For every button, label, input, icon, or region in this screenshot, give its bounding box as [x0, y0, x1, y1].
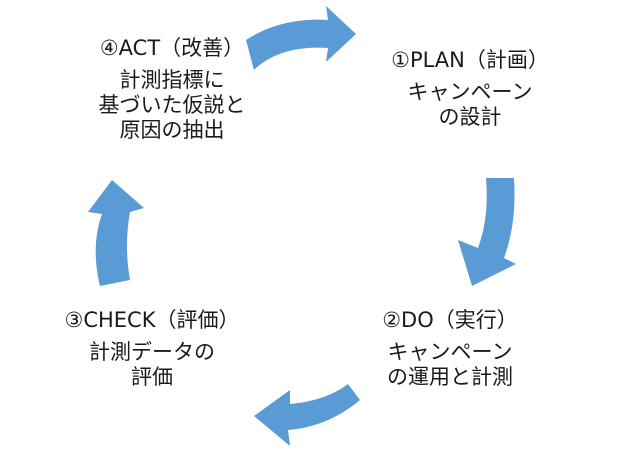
act-title: ④ACT（改善） — [99, 36, 245, 60]
check-node: ③CHECK（評価） 計測データの 評価 — [52, 306, 252, 390]
plan-desc-line: キャンペーン — [407, 80, 533, 104]
arrow-act-to-plan — [246, 6, 356, 70]
do-desc-line: の運用と計測 — [387, 365, 513, 389]
plan-node: ①PLAN（計画） キャンペーン の設計 — [370, 46, 570, 130]
check-desc-line: 計測データの — [89, 340, 215, 364]
do-description: キャンペーン の運用と計測 — [350, 340, 550, 390]
arrow-do-to-check — [254, 384, 360, 446]
act-desc-line: 原因の抽出 — [119, 118, 225, 142]
act-description: 計測指標に 基づいた仮説と 原因の抽出 — [72, 68, 272, 143]
do-desc-line: キャンペーン — [387, 340, 513, 364]
do-title: ②DO（実行） — [382, 308, 518, 332]
do-node: ②DO（実行） キャンペーン の運用と計測 — [350, 306, 550, 390]
check-desc-line: 評価 — [131, 365, 173, 389]
act-desc-line: 計測指標に — [119, 68, 225, 92]
plan-desc-line: の設計 — [438, 105, 502, 129]
check-title: ③CHECK（評価） — [64, 308, 240, 332]
arrow-plan-to-do — [458, 178, 516, 286]
plan-description: キャンペーン の設計 — [370, 80, 570, 130]
plan-title: ①PLAN（計画） — [391, 48, 549, 72]
act-desc-line: 基づいた仮説と — [98, 93, 246, 117]
check-description: 計測データの 評価 — [52, 340, 252, 390]
act-node: ④ACT（改善） 計測指標に 基づいた仮説と 原因の抽出 — [72, 34, 272, 143]
arrow-check-to-act — [88, 180, 144, 286]
